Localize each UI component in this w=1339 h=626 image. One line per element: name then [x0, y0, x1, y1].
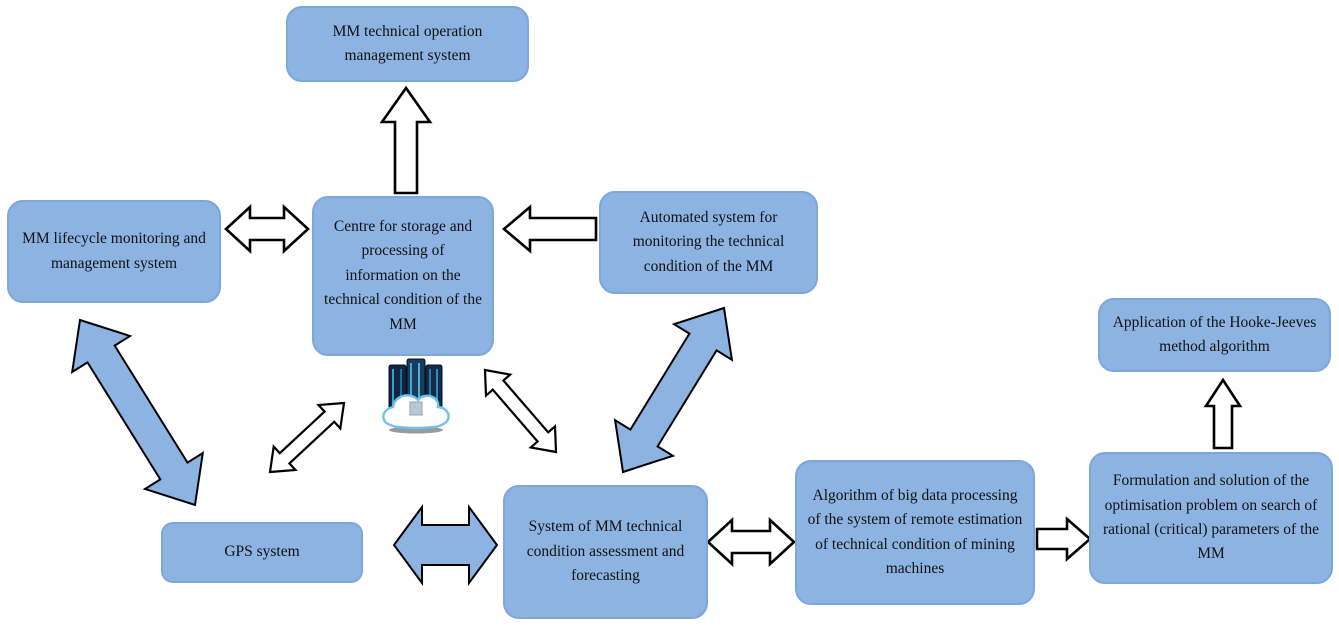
node-label: GPS system [224, 543, 300, 561]
node-label: Automated system for monitoring the tech… [632, 208, 785, 275]
node-label: Centre for storage and processing of inf… [324, 217, 482, 333]
arrow-centre-assessment [483, 368, 558, 454]
node-hooke-jeeves: Application of the Hooke-Jeeves method a… [1098, 298, 1331, 372]
node-label: System of MM technical condition assessm… [526, 518, 685, 585]
node-big-data-algorithm: Algorithm of big data processing of the … [795, 460, 1035, 605]
node-label: MM lifecycle monitoring and management s… [22, 230, 206, 272]
node-label: Formulation and solution of the optimisa… [1102, 472, 1320, 563]
arrow-centre-topsystem [379, 85, 433, 195]
arrow-assessment-bigdata [706, 517, 796, 567]
node-centre-storage: Centre for storage and processing of inf… [312, 196, 494, 356]
node-mm-lifecycle: MM lifecycle monitoring and management s… [7, 200, 221, 303]
arrow-formulation-hooke [1203, 377, 1243, 450]
node-automated-monitoring: Automated system for monitoring the tech… [599, 191, 818, 294]
arrow-lifecycle-gps [70, 318, 205, 507]
cloud-server-icon [382, 358, 450, 434]
node-assessment-forecasting: System of MM technical condition assessm… [503, 485, 708, 619]
node-label: Algorithm of big data processing of the … [807, 486, 1023, 577]
arrow-gps-cloud [268, 401, 346, 474]
arrow-automated-centre [501, 204, 598, 254]
node-mm-technical-operation: MM technical operation management system [286, 6, 529, 82]
arrow-bigdata-formulation [1035, 516, 1092, 562]
node-label: MM technical operation management system [332, 22, 483, 64]
server-front [409, 401, 423, 416]
arrow-assessment-automated [613, 306, 734, 474]
node-formulation-optimisation: Formulation and solution of the optimisa… [1089, 452, 1333, 584]
node-gps-system: GPS system [161, 522, 363, 583]
arrow-lifecycle-centre [224, 204, 310, 254]
arrow-gps-assessment [392, 503, 499, 587]
node-label: Application of the Hooke-Jeeves method a… [1112, 313, 1317, 355]
